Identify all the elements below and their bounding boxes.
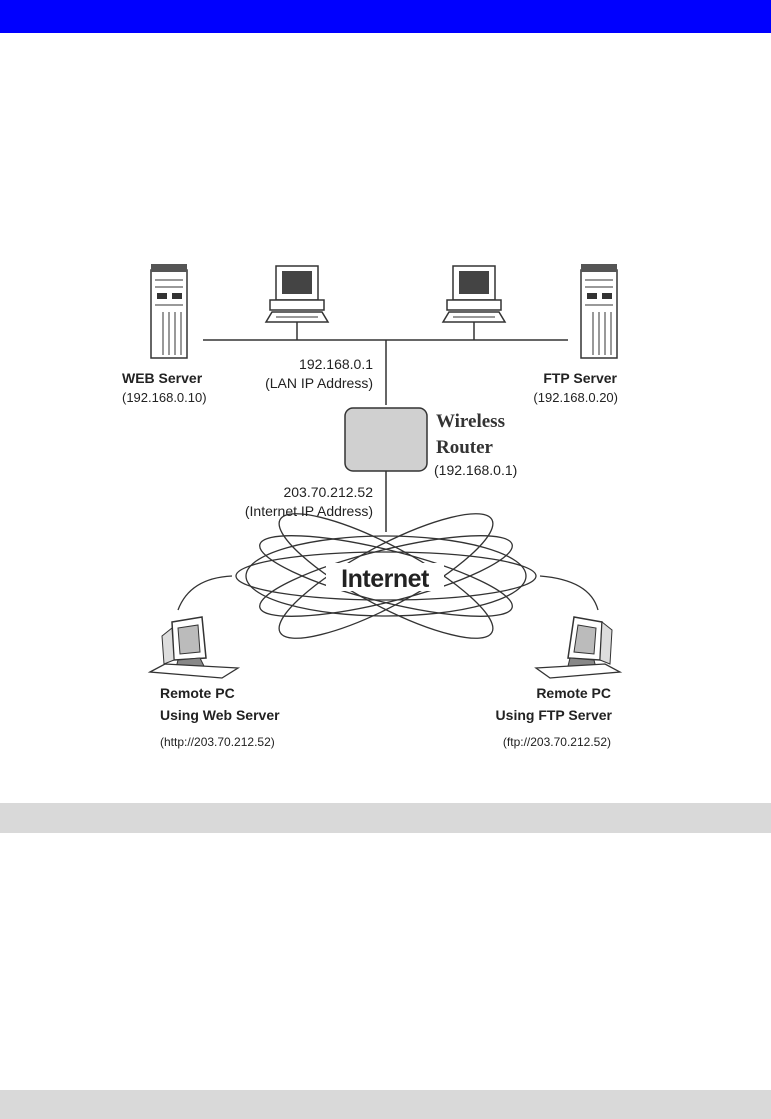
router-name-line2: Router bbox=[436, 437, 494, 458]
ftp-server-icon bbox=[581, 264, 617, 358]
remote-ftp-line1: Remote PC bbox=[536, 685, 611, 701]
ftp-server-ip: (192.168.0.20) bbox=[533, 390, 618, 405]
remote-web-url: (http://203.70.212.52) bbox=[160, 735, 275, 749]
remote-web-line1: Remote PC bbox=[160, 685, 235, 701]
remote-pc-left-icon bbox=[150, 617, 238, 678]
ftp-server-name: FTP Server bbox=[543, 370, 617, 386]
remote-web-line2: Using Web Server bbox=[160, 707, 280, 723]
web-server-icon bbox=[151, 264, 187, 358]
remote-link-left bbox=[178, 576, 232, 610]
lan-pc-left-icon bbox=[266, 266, 328, 322]
section-divider-bar-1 bbox=[0, 803, 771, 833]
lan-pc-right-icon bbox=[443, 266, 505, 322]
remote-ftp-line2: Using FTP Server bbox=[496, 707, 613, 723]
section-divider-bar-2 bbox=[0, 1090, 771, 1119]
internet-ip-value: 203.70.212.52 bbox=[283, 484, 373, 500]
wireless-router-box bbox=[345, 408, 427, 471]
remote-ftp-url: (ftp://203.70.212.52) bbox=[503, 735, 611, 749]
remote-pc-right-icon bbox=[536, 617, 620, 678]
remote-link-right bbox=[540, 576, 598, 610]
router-ip: (192.168.0.1) bbox=[434, 462, 517, 478]
web-server-name: WEB Server bbox=[122, 370, 203, 386]
internet-ip-caption: (Internet IP Address) bbox=[245, 503, 373, 519]
lan-ip-caption: (LAN IP Address) bbox=[265, 375, 373, 391]
lan-ip-value: 192.168.0.1 bbox=[299, 356, 373, 372]
web-server-ip: (192.168.0.10) bbox=[122, 390, 207, 405]
internet-label: Internet bbox=[341, 565, 430, 593]
router-name-line1: Wireless bbox=[436, 411, 505, 432]
